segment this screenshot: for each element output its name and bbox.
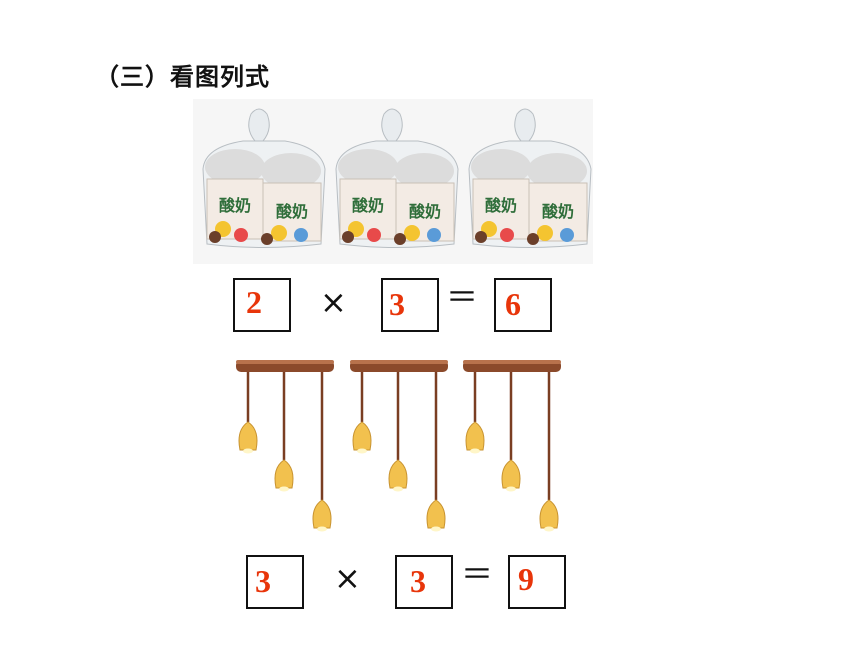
yogurt-bag-1: 酸奶 酸奶 <box>202 108 326 248</box>
answer-box-1a[interactable] <box>233 278 291 332</box>
yogurt-label: 酸奶 <box>485 196 517 215</box>
lamp-fixture-2 <box>350 360 448 532</box>
yogurt-label: 酸奶 <box>352 196 384 215</box>
equation1-factor-b: 3 <box>389 286 405 322</box>
lamp-fixture-1 <box>236 360 334 532</box>
yogurt-bag-3: 酸奶 酸奶 <box>468 108 592 248</box>
answer-box-2a[interactable] <box>246 555 304 609</box>
equation2-factor-a: 3 <box>255 563 271 599</box>
yogurt-label: 酸奶 <box>542 202 574 221</box>
answer-box-1b[interactable] <box>381 278 439 332</box>
answer-box-2b[interactable] <box>395 555 453 609</box>
lamp-fixture-3 <box>463 360 561 532</box>
answer-box-1c[interactable] <box>494 278 552 332</box>
equals-sign: ＝ <box>461 555 494 593</box>
yogurt-label: 酸奶 <box>219 196 251 215</box>
multiply-sign: × <box>320 283 347 321</box>
yogurt-label: 酸奶 <box>409 202 441 221</box>
equation2-factor-b: 3 <box>410 563 426 599</box>
equation1-result: 6 <box>505 286 521 322</box>
answer-box-2c[interactable] <box>508 555 566 609</box>
multiply-sign: × <box>334 559 361 597</box>
yogurt-bag-2: 酸奶 酸奶 <box>335 108 459 248</box>
exercise-title: （三）看图列式 <box>95 63 270 91</box>
hanging-lamps-illustration <box>236 360 561 532</box>
equation1-factor-a: 2 <box>246 284 262 320</box>
yogurt-label: 酸奶 <box>276 202 308 221</box>
equation2-result: 9 <box>518 561 534 597</box>
equals-sign: ＝ <box>446 278 479 316</box>
yogurt-bags-illustration: 酸奶 酸奶 酸奶 酸奶 酸奶 酸奶 <box>193 99 593 264</box>
